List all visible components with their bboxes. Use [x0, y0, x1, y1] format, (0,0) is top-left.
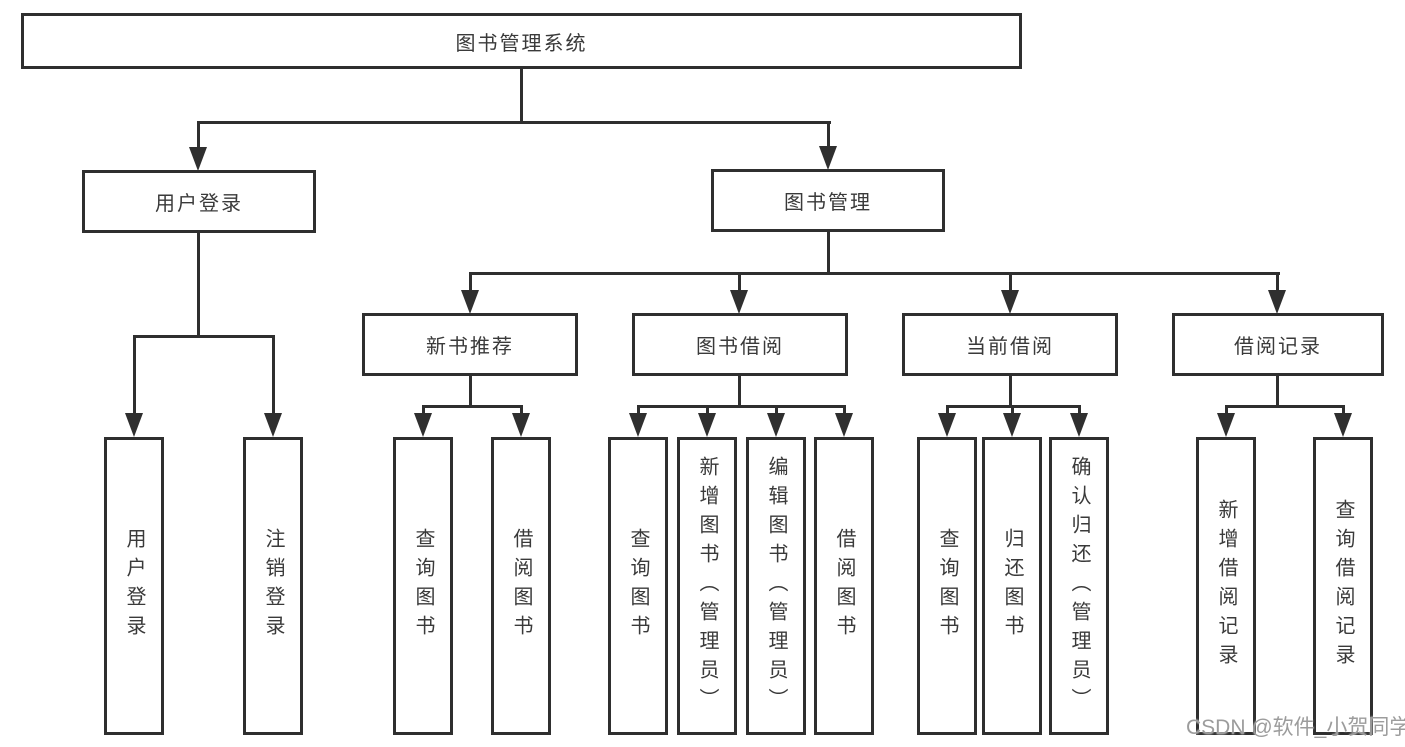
node-book-borrowing: 图书借阅: [632, 313, 848, 376]
leaf-user-login: 用户登录: [104, 437, 164, 735]
connector-stem-leaf: [946, 405, 949, 415]
node-user-login: 用户登录: [82, 170, 316, 233]
node-root: 图书管理系统: [21, 13, 1022, 69]
connector-stem-leaf: [637, 405, 640, 415]
leaf-borrow-books: 借阅图书: [814, 437, 874, 735]
connector-stem-book-management: [827, 121, 830, 147]
arrowhead-icon: [698, 413, 716, 437]
connector-stem-book-borrowing: [738, 272, 741, 292]
connector-stem-leaf: [1078, 405, 1081, 415]
connector-root-feed: [520, 68, 523, 124]
arrowhead-icon: [1217, 413, 1235, 437]
csdn-watermark: CSDN @软件_小贺同学: [1186, 716, 1405, 739]
leaf-return-books: 归还图书: [982, 437, 1042, 735]
arrowhead-icon: [461, 290, 479, 314]
leaf-add-books-admin: 新增图书（管理员）: [677, 437, 737, 735]
arrowhead-icon: [730, 290, 748, 314]
connector-stem-leaf: [1342, 405, 1345, 415]
connector-level2-bus: [197, 121, 831, 124]
connector-feed: [1009, 376, 1012, 408]
arrowhead-icon: [414, 413, 432, 437]
arrowhead-icon: [125, 413, 143, 437]
arrowhead-icon: [819, 146, 837, 170]
node-book-management: 图书管理: [711, 169, 945, 232]
connector-bus-recommendation: [422, 405, 523, 408]
arrowhead-icon: [767, 413, 785, 437]
leaf-logout: 注销登录: [243, 437, 303, 735]
node-borrowing-records: 借阅记录: [1172, 313, 1384, 376]
leaf-query-borrow-record: 查询借阅记录: [1313, 437, 1373, 735]
leaf-query-books-current: 查询图书: [917, 437, 977, 735]
arrowhead-icon: [1070, 413, 1088, 437]
leaf-query-books-recommend: 查询图书: [393, 437, 453, 735]
connector-bus-borrowing-records: [1225, 405, 1345, 408]
leaf-query-books-borrow: 查询图书: [608, 437, 668, 735]
arrowhead-icon: [1268, 290, 1286, 314]
connector-stem-leaf: [1225, 405, 1228, 415]
connector-stem-leaf: [1011, 405, 1014, 415]
arrowhead-icon: [938, 413, 956, 437]
leaf-add-borrow-record: 新增借阅记录: [1196, 437, 1256, 735]
connector-stem-leaf: [843, 405, 846, 415]
arrowhead-icon: [1003, 413, 1021, 437]
connector-stem-leaf: [520, 405, 523, 415]
connector-stem-leaf: [272, 335, 275, 415]
connector-stem-user-login: [197, 121, 200, 148]
arrowhead-icon: [1001, 290, 1019, 314]
leaf-borrow-books-recommend: 借阅图书: [491, 437, 551, 735]
arrowhead-icon: [512, 413, 530, 437]
arrowhead-icon: [835, 413, 853, 437]
connector-user-login-feed: [197, 233, 200, 338]
connector-stem-new-book: [469, 272, 472, 292]
connector-stem-leaf: [133, 335, 136, 415]
connector-stem-leaf: [422, 405, 425, 415]
arrowhead-icon: [1334, 413, 1352, 437]
connector-user-login-bus: [133, 335, 275, 338]
connector-feed: [469, 376, 472, 408]
connector-feed: [1276, 376, 1279, 408]
node-current-borrowing: 当前借阅: [902, 313, 1118, 376]
connector-book-management-feed: [827, 232, 830, 275]
arrowhead-icon: [629, 413, 647, 437]
connector-level3-bus: [469, 272, 1280, 275]
connector-feed: [738, 376, 741, 408]
connector-stem-leaf: [775, 405, 778, 415]
connector-stem-leaf: [706, 405, 709, 415]
node-new-book-recommendation: 新书推荐: [362, 313, 578, 376]
connector-bus-book-borrowing: [637, 405, 846, 408]
leaf-edit-books-admin: 编辑图书（管理员）: [746, 437, 806, 735]
arrowhead-icon: [264, 413, 282, 437]
arrowhead-icon: [189, 147, 207, 171]
connector-stem-current-borrowing: [1009, 272, 1012, 292]
connector-stem-borrowing-records: [1276, 272, 1279, 292]
leaf-confirm-return-admin: 确认归还（管理员）: [1049, 437, 1109, 735]
